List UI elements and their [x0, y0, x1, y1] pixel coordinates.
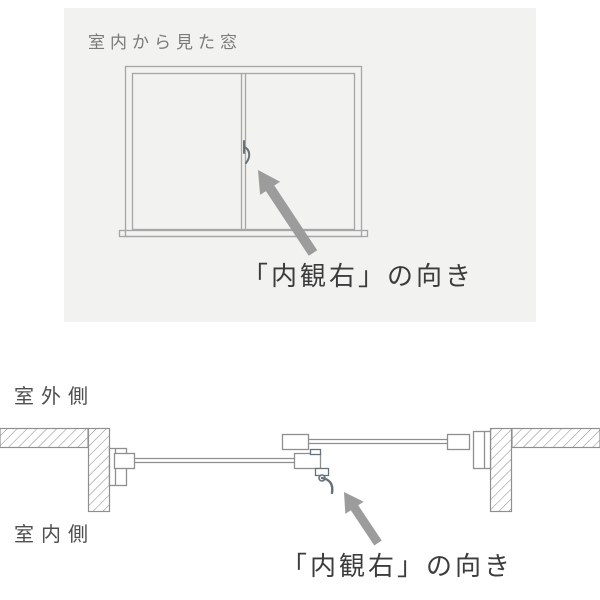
direction-label-bottom: 「内観右」の向き: [281, 551, 514, 581]
outdoor-side-label: 室外側: [14, 386, 95, 408]
sash-profiles: [108, 430, 492, 487]
indoor-side-label: 室内側: [14, 524, 95, 546]
wall-sections: [0, 427, 600, 513]
direction-label-top: 「内観右」の向き: [242, 261, 475, 291]
interior-view-caption: 室内から見た窓: [88, 33, 242, 52]
crescent-lock-icon: [309, 448, 334, 495]
direction-arrow-bottom-icon: [344, 492, 382, 546]
plan-section-drawing: [0, 427, 600, 513]
